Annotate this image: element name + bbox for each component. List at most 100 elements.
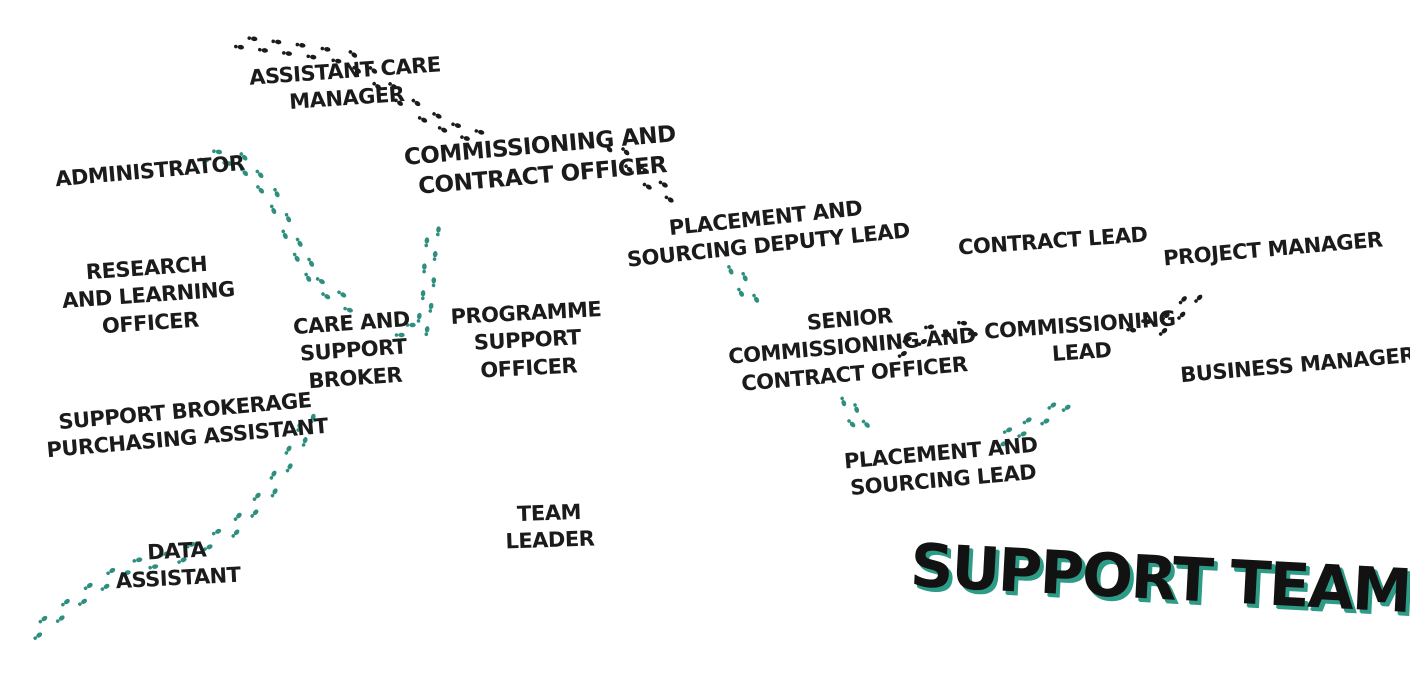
footprint-icon [424, 326, 430, 337]
footprint-icon [258, 47, 268, 53]
footprint-icon [281, 229, 288, 240]
footprint-icon [664, 195, 674, 203]
footprint-icon [424, 237, 430, 248]
footprint-icon [394, 98, 403, 106]
footprint-icon [1177, 311, 1186, 320]
footprint-icon [285, 463, 293, 473]
footprint-icon [1040, 418, 1050, 426]
footprint-icon [432, 112, 442, 119]
footprint-icon [343, 306, 353, 313]
footprint-icon [967, 331, 978, 337]
footprint-icon [233, 512, 242, 521]
footprint-icon [348, 50, 358, 58]
footprint-icon [306, 54, 317, 60]
trail-commissioning-to-placement-deputy [604, 144, 674, 203]
footprint-icon [624, 164, 633, 173]
footprint-icon [861, 419, 870, 428]
trail-data-assistant-to-care-broker [33, 413, 316, 640]
footprint-icon [320, 46, 331, 52]
footprint-icon [159, 551, 170, 557]
trail-placement-deputy-to-senior [727, 265, 760, 303]
footprint-icon [1061, 404, 1071, 412]
footprint-icon [431, 277, 437, 288]
footprint-icon [255, 169, 264, 179]
footprint-icon [428, 302, 434, 313]
footprint-icon [240, 167, 249, 177]
footprint-icon [203, 544, 213, 551]
footprint-icon [271, 39, 282, 45]
footprint-icon [284, 445, 292, 455]
role-research-learning-officer: RESEARCH AND LEARNING OFFICER [61, 251, 236, 338]
footprint-icon [847, 419, 856, 428]
footprint-icon [309, 413, 316, 424]
footprint-icon [621, 147, 630, 156]
footprint-icon [234, 44, 244, 50]
footprint-icon [451, 122, 461, 128]
trail-administrator-to-care-broker [199, 149, 353, 313]
footprint-icon [604, 144, 613, 153]
footprint-icon [394, 332, 405, 338]
footprint-icon [284, 212, 292, 223]
footprint-icon [658, 180, 668, 188]
footprint-icon [256, 185, 265, 194]
footprint-icon [853, 403, 860, 413]
footprint-icon [368, 66, 378, 74]
footprint-icon [642, 182, 652, 190]
footprint-icon [924, 324, 935, 330]
footprint-icon [1178, 296, 1187, 305]
footprint-icon [38, 615, 48, 624]
footprint-icon [307, 257, 315, 267]
trail-care-broker-to-commissioning [394, 226, 441, 338]
footprint-icon [212, 149, 223, 155]
footprint-icon [416, 312, 422, 323]
footprint-icon [352, 65, 361, 74]
footprint-icon [315, 277, 325, 285]
footprint-icon [337, 290, 347, 298]
footprint-icon [132, 557, 143, 563]
footprint-icon [250, 509, 259, 518]
footprint-icon [405, 322, 416, 328]
footprint-icon [61, 598, 70, 607]
footprint-icon [752, 293, 760, 303]
footprint-icon [120, 570, 131, 576]
footprint-icon [222, 161, 233, 166]
footprint-icon [252, 492, 261, 501]
footprint-icon [304, 272, 312, 282]
trail-assistant-care-manager-to-commissioning [234, 36, 485, 141]
footprint-icon [100, 583, 110, 591]
footprint-icon [422, 263, 427, 274]
footprint-icon [957, 320, 968, 326]
footprint-icon [640, 165, 649, 174]
footprint-icon [727, 265, 734, 275]
footprint-icon [55, 615, 65, 623]
footprint-icon [231, 529, 240, 538]
footprint-icon [437, 126, 448, 133]
footprint-icon [211, 528, 222, 536]
footprint-icon [247, 36, 258, 42]
footprint-icon [83, 582, 93, 591]
footprint-icon [741, 271, 748, 282]
footprint-icon [1022, 417, 1032, 425]
footprint-icon [902, 336, 912, 344]
footprint-icon [273, 187, 280, 198]
footprint-icon [1194, 294, 1203, 303]
footprint-icon [737, 287, 745, 297]
footprint-icon [1002, 427, 1013, 434]
role-team-leader: TEAM LEADER [505, 499, 595, 554]
footprint-icon [997, 441, 1007, 448]
footprint-icon [296, 422, 303, 432]
footprint-icon [33, 632, 43, 640]
trail-placement-lead-to-commissioning-lead [997, 402, 1071, 448]
trail-commissioning-lead-to-project-manager [1126, 294, 1203, 336]
footprint-icon [199, 157, 209, 163]
footprint-icon [282, 51, 292, 56]
footprint-icon [917, 338, 927, 346]
footprint-icon [148, 564, 159, 570]
footprint-icon [1017, 431, 1027, 438]
footprint-icon [460, 135, 470, 141]
footprint-icon [1158, 327, 1168, 336]
footprint-icon [239, 152, 248, 161]
footprint-icon [897, 350, 907, 358]
